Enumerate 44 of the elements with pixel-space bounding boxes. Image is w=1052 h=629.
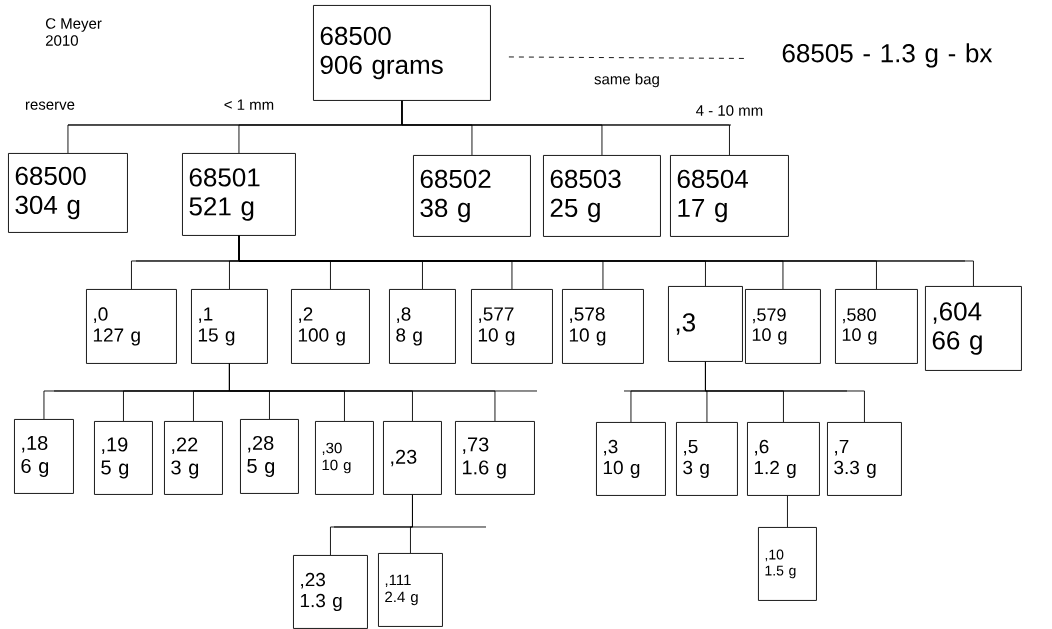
edge-label: < 1 mm <box>224 99 274 110</box>
sample-box: ,579 10 g <box>745 289 821 364</box>
sample-box: ,3 10 g <box>596 422 666 496</box>
sample-box: ,23 1.3 g <box>293 555 368 629</box>
connector-line <box>229 363 496 422</box>
sample-box: ,6 1.2 g <box>747 422 820 496</box>
sample-box: ,604 66 g <box>925 286 1022 371</box>
sample-box: ,3 <box>668 286 743 362</box>
edge-label: reserve <box>25 101 75 110</box>
author-note: 2010 <box>45 35 78 46</box>
sample-box: ,2 100 g <box>291 289 370 364</box>
sample-box: ,28 5 g <box>240 419 299 494</box>
sample-box: ,8 8 g <box>389 289 456 364</box>
edge-label: same bag <box>594 73 659 88</box>
author-note: C Meyer <box>46 18 102 32</box>
sample-box: ,23 <box>383 421 442 495</box>
sample-box: ,19 5 g <box>94 421 153 495</box>
sample-box: 68504 17 g <box>670 155 789 237</box>
sample-box: ,30 10 g <box>315 421 374 495</box>
sample-note: 68505 - 1.3 g - bx <box>782 43 993 68</box>
sample-box: ,0 127 g <box>86 289 177 364</box>
sample-box: 68500 304 g <box>8 153 128 233</box>
sample-box: ,10 1.5 g <box>758 527 817 601</box>
sample-box: 68500 906 grams <box>313 5 491 101</box>
connector-line <box>238 235 974 287</box>
connector-line <box>410 494 413 554</box>
sample-box: ,7 3.3 g <box>827 422 902 496</box>
sample-box: ,578 10 g <box>562 289 644 364</box>
connector-line <box>705 361 865 423</box>
edge-label: 4 - 10 mm <box>696 105 763 116</box>
sample-box: ,18 6 g <box>14 419 74 494</box>
sample-box: 68503 25 g <box>543 155 661 237</box>
sample-box: ,580 10 g <box>835 289 918 364</box>
sample-box: ,22 3 g <box>164 421 223 495</box>
sample-box: ,577 10 g <box>471 289 553 364</box>
sample-box: ,111 2.4 g <box>378 553 443 627</box>
sample-box: 68502 38 g <box>413 155 531 237</box>
connector-line <box>401 100 730 156</box>
sample-box: ,5 3 g <box>676 422 738 496</box>
sample-box: ,1 15 g <box>191 289 268 364</box>
sample-box: ,73 1.6 g <box>455 421 535 495</box>
sample-box: 68501 521 g <box>182 153 296 236</box>
connector-line <box>508 56 746 59</box>
connector-line <box>787 495 788 528</box>
